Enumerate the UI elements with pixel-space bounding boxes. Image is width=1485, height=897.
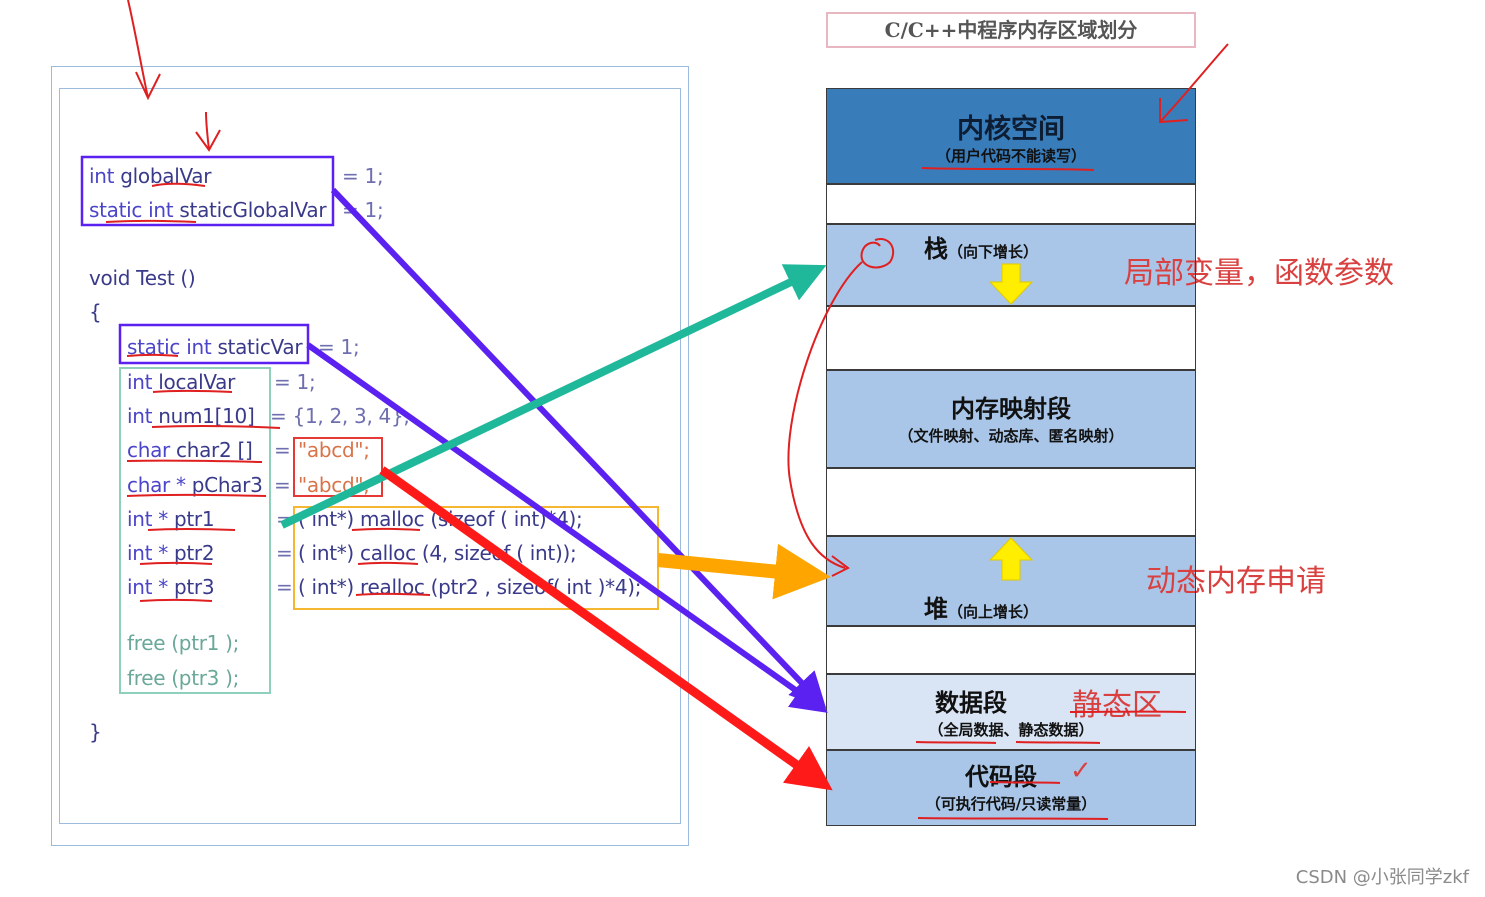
segment-kernel: 内核空间 （用户代码不能读写）	[826, 88, 1196, 184]
arrow-global-to-data	[330, 187, 827, 709]
code-panel-inner	[59, 88, 681, 824]
segment-mmap-title: 内存映射段	[951, 394, 1071, 423]
segment-data-title: 数据段	[935, 688, 1007, 717]
segment-code: 代码段 （可执行代码/只读常量）	[826, 750, 1196, 826]
code-line-free3: free (ptr3 );	[127, 666, 240, 690]
diagram-title: C/C++中程序内存区域划分	[826, 12, 1196, 48]
segment-code-title: 代码段	[965, 762, 1037, 791]
segment-gap-3	[826, 468, 1196, 536]
code-line-ptr3-rhs: ( int*) realloc (ptr2 , sizeof( int )*4)…	[298, 575, 642, 599]
code-line-char2: char char2 []	[127, 438, 253, 462]
handwritten-stack-heap-link	[787, 261, 863, 577]
segment-stack-title: 栈（向下增长）	[923, 234, 1038, 263]
heap-grow-up-arrow	[988, 537, 1034, 581]
code-close-brace: }	[89, 720, 102, 744]
code-panel-outer	[51, 66, 689, 846]
code-line-ptr1: int * ptr1	[127, 507, 215, 531]
segment-kernel-fill	[827, 89, 1195, 183]
stack-grow-down-arrow	[988, 263, 1034, 305]
code-line-ptr3: int * ptr3	[127, 575, 215, 599]
segment-gap-2	[826, 306, 1196, 370]
segment-data: 数据段 （全局数据、静态数据）	[826, 674, 1196, 750]
handwritten-circle-stack	[860, 238, 895, 269]
segment-heap-title: 堆（向上增长）	[923, 594, 1038, 623]
code-line-ptr2: int * ptr2	[127, 541, 215, 565]
annotation-heap-note: 动态内存申请	[1146, 564, 1326, 599]
segment-gap-1	[826, 184, 1196, 224]
code-line-char2-eq: =	[274, 438, 291, 462]
arrow-string-to-code	[379, 466, 833, 791]
segment-code-fill	[827, 751, 1195, 825]
code-line-ptr2-rhs: ( int*) calloc (4, sizeof ( int));	[298, 541, 577, 565]
watermark: CSDN @小张同学zkf	[1295, 867, 1469, 888]
code-line-ptr2-eq: =	[276, 541, 293, 565]
code-line-pchar3-eq: =	[274, 473, 291, 497]
annotation-check-mark: ✓	[1070, 756, 1092, 786]
code-line-ptr1-rhs: ( int*) malloc (sizeof ( int)*4);	[298, 507, 583, 531]
segment-code-subtitle: （可执行代码/只读常量）	[925, 795, 1097, 813]
segment-kernel-subtitle: （用户代码不能读写）	[935, 147, 1086, 165]
arrow-heap-alloc	[657, 543, 831, 600]
annotation-stack-note: 局部变量，函数参数	[1124, 256, 1394, 291]
handwritten-arrow-global	[195, 111, 221, 152]
static-var-box	[118, 323, 310, 365]
handwritten-arrow-kernel	[1159, 43, 1229, 124]
code-line-local-rhs: = 1;	[274, 370, 316, 394]
segment-mmap-fill	[827, 371, 1195, 467]
code-underlines	[105, 167, 1187, 820]
segment-heap: 堆（向上增长）	[826, 536, 1196, 626]
code-line-pchar3: char * pChar3	[127, 473, 263, 497]
handwritten-arrow-top	[127, 0, 161, 101]
segment-gap-4	[826, 626, 1196, 674]
segment-stack: 栈（向下增长）	[826, 224, 1196, 306]
code-line-char2-str: "abcd";	[298, 438, 370, 462]
code-line-num1: int num1[10]	[127, 404, 255, 428]
heap-alloc-box	[293, 506, 659, 610]
code-line-global-rhs: = 1;	[342, 164, 384, 188]
code-line-ptr3-eq: =	[276, 575, 293, 599]
code-line-void-test: void Test ()	[89, 266, 196, 290]
annotation-data-note: 静态区	[1072, 688, 1162, 723]
segment-mmap: 内存映射段 （文件映射、动态库、匿名映射）	[826, 370, 1196, 468]
segment-kernel-title: 内核空间	[957, 114, 1065, 145]
global-vars-box	[80, 155, 335, 227]
local-vars-box	[119, 367, 271, 694]
arrow-locals-to-stack	[280, 264, 827, 529]
arrow-static-to-data	[306, 342, 828, 713]
code-line-static-global: static int staticGlobalVar	[89, 198, 327, 222]
segment-mmap-subtitle: （文件映射、动态库、匿名映射）	[898, 427, 1124, 445]
segment-data-subtitle: （全局数据、静态数据）	[928, 721, 1094, 739]
code-open-brace: {	[89, 300, 102, 324]
code-line-free1: free (ptr1 );	[127, 631, 240, 655]
